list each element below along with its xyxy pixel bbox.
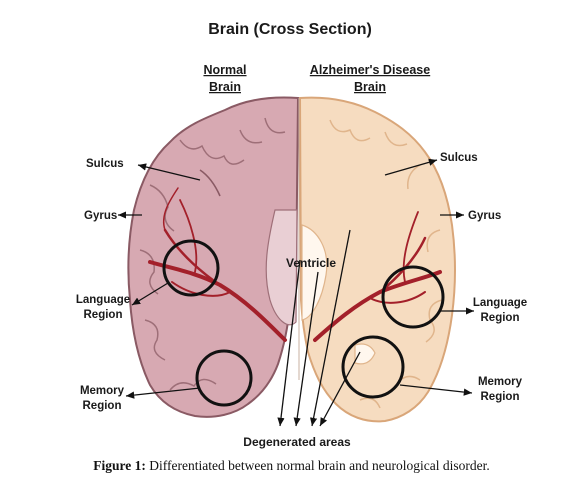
alzheimers-brain-header-line1: Alzheimer's Disease <box>310 63 430 77</box>
label-memory-right-line2: Region <box>481 391 520 403</box>
label-degenerated-areas: Degenerated areas <box>243 435 351 449</box>
diagram-title: Brain (Cross Section) <box>208 21 372 38</box>
label-language-left-line2: Region <box>84 309 123 321</box>
label-language-right-line2: Region <box>481 312 520 324</box>
label-ventricle: Ventricle <box>286 256 336 270</box>
pointer-arrows <box>118 158 474 427</box>
figure-caption-label: Figure 1: <box>93 458 146 473</box>
label-language-left-line1: Language <box>76 294 130 306</box>
label-sulcus-right: Sulcus <box>440 152 478 164</box>
label-sulcus-left: Sulcus <box>86 158 124 170</box>
label-memory-left-line2: Region <box>83 400 122 412</box>
normal-memory-region-circle <box>195 349 253 407</box>
normal-brain-header-line1: Normal <box>203 63 246 77</box>
normal-brain-hemisphere <box>127 96 300 418</box>
alzheimers-brain-header-line2: Brain <box>354 80 386 94</box>
label-memory-left-line1: Memory <box>80 385 125 397</box>
figure-caption-text: Differentiated between normal brain and … <box>145 458 490 473</box>
label-gyrus-right: Gyrus <box>468 210 501 222</box>
label-language-right-line1: Language <box>473 297 527 309</box>
normal-brain-header-line2: Brain <box>209 80 241 94</box>
alzheimers-language-region-circle <box>381 265 445 329</box>
figure-caption: Figure 1: Differentiated between normal … <box>0 458 583 474</box>
alzheimers-memory-region-circle <box>341 335 405 399</box>
alzheimers-brain-hemisphere <box>298 96 456 423</box>
normal-language-region-circle <box>162 239 220 297</box>
label-memory-right-line1: Memory <box>478 376 523 388</box>
label-gyrus-left: Gyrus <box>84 210 117 222</box>
